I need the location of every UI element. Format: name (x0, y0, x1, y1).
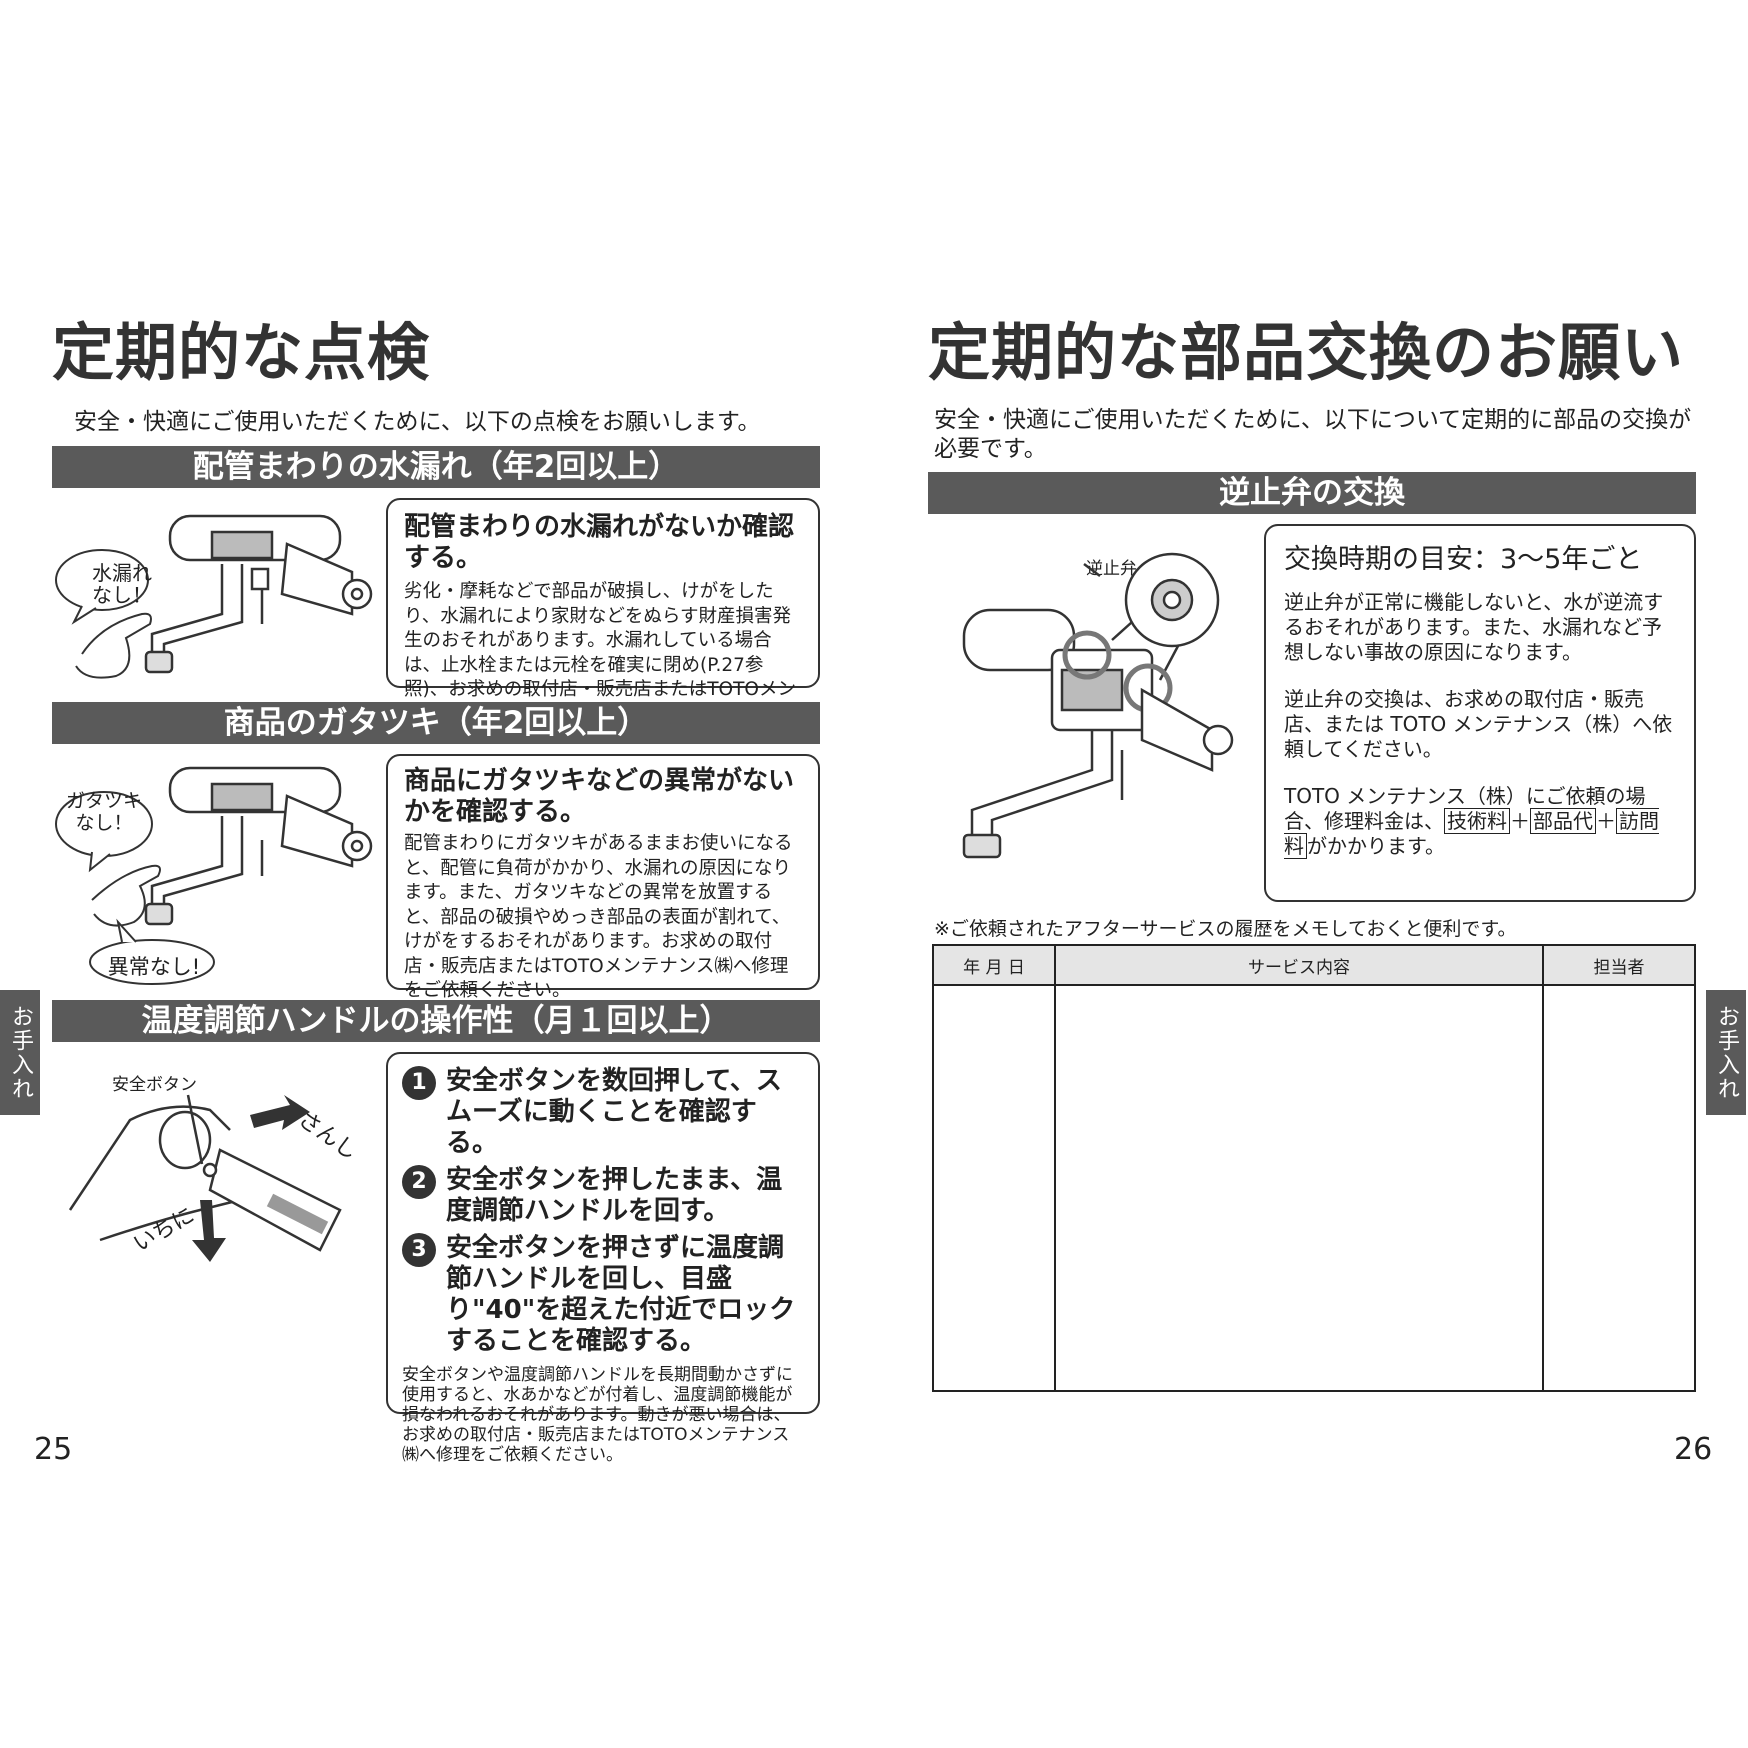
wobble-check-box: 商品にガタツキなどの異常がないかを確認する。 配管まわりにガタツキがあるままお使… (386, 754, 820, 1001)
step-1: 1 安全ボタンを数回押して、スムーズに動くことを確認する。 (402, 1066, 804, 1159)
arrow-right-icon (250, 1095, 310, 1130)
section-band-check-valve: 逆止弁の交換 (928, 472, 1696, 514)
faucet-check-valve-illustration (962, 552, 1234, 859)
bubble-wobble (55, 791, 153, 873)
bubble-wobble-line1: ガタツキ (65, 790, 142, 812)
step-1-text: 安全ボタンを数回押して、スムーズに動くことを確認する。 (446, 1066, 782, 1158)
header-service: サービス内容 (1054, 944, 1544, 986)
para3-post: がかかります。 (1307, 834, 1445, 858)
right-intro: 安全・快適にご使用いただくために、以下について定期的に部品の交換が必要です。 (934, 407, 1692, 462)
check-valve-heading: 交換時期の目安：3～5年ごと (1284, 544, 1643, 575)
left-intro: 安全・快適にご使用いただくために、以下の点検をお願いします。 (74, 409, 761, 435)
plus-1: ＋ (1510, 809, 1530, 833)
left-page-title: 定期的な点検 (52, 316, 431, 389)
service-cell[interactable] (1054, 984, 1544, 1392)
staff-cell[interactable] (1542, 984, 1696, 1392)
section-band-handle: 温度調節ハンドルの操作性（月１回以上） (52, 1000, 820, 1042)
section-band-leak: 配管まわりの水漏れ（年2回以上） (52, 446, 820, 488)
fee-technical: 技術料 (1444, 808, 1510, 834)
handle-check-box: 1 安全ボタンを数回押して、スムーズに動くことを確認する。 2 安全ボタンを押し… (386, 1052, 820, 1465)
bubble-leak (55, 549, 149, 625)
bubble-leak-line2: なし！ (92, 583, 152, 607)
faucet-illustration-leak (55, 514, 373, 679)
check-valve-box: 交換時期の目安：3～5年ごと 逆止弁が正常に機能しないと、水が逆流するおそれがあ… (1264, 524, 1696, 902)
fee-visit: 訪問料 (1284, 808, 1659, 859)
section-band-wobble: 商品のガタツキ（年2回以上） (52, 702, 820, 744)
table-row (932, 984, 1696, 1392)
leak-check-heading: 配管まわりの水漏れがないか確認する。 (404, 512, 795, 573)
step-3-text: 安全ボタンを押さずに温度調節ハンドルを回し、目盛り"40"を超えた付近でロックす… (446, 1233, 796, 1356)
page-number-right: 26 (1674, 1432, 1713, 1467)
leak-check-box: 配管まわりの水漏れがないか確認する。 劣化・摩耗などで部品が破損し、けがをしたり… (386, 498, 820, 725)
bubble-wobble-line2: なし！ (75, 812, 133, 834)
step-2-text: 安全ボタンを押したまま、温度調節ハンドルを回す。 (446, 1165, 783, 1226)
bubble-no-abnormality-text: 異常なし! (107, 955, 201, 979)
service-history-table: 年 月 日 サービス内容 担当者 (932, 944, 1696, 1392)
memo-note: ※ご依頼されたアフターサービスの履歴をメモしておくと便利です。 (934, 918, 1517, 940)
check-valve-para3: TOTO メンテナンス（株）にご依頼の場合、修理料金は、技術料＋部品代＋訪問料が… (1284, 784, 1676, 859)
label-safety-button: 安全ボタン (112, 1075, 197, 1095)
step-3: 3 安全ボタンを押さずに温度調節ハンドルを回し、目盛り"40"を超えた付近でロッ… (402, 1233, 804, 1357)
faucet-illustration-wobble (55, 766, 373, 985)
handle-operation-illustration (68, 1094, 342, 1262)
bubble-leak-line1: 水漏れ (92, 561, 152, 585)
step-1-number: 1 (402, 1066, 436, 1100)
check-valve-para2: 逆止弁の交換は、お求めの取付店・販売店、または TOTO メンテナンス（株）へ依… (1284, 687, 1673, 761)
para3-pre: TOTO メンテナンス（株）にご依頼の場合、修理料金は、 (1284, 784, 1646, 833)
fee-parts: 部品代 (1530, 808, 1596, 834)
side-tab-right: お手入れ (1706, 990, 1746, 1115)
right-page-title: 定期的な部品交換のお願い (928, 316, 1685, 389)
step-2: 2 安全ボタンを押したまま、温度調節ハンドルを回す。 (402, 1165, 804, 1227)
arrow-down-icon (192, 1200, 226, 1262)
bubble-no-abnormality (89, 918, 215, 985)
step-3-number: 3 (402, 1233, 436, 1267)
wobble-check-heading: 商品にガタツキなどの異常がないかを確認する。 (404, 766, 795, 827)
side-tab-left: お手入れ (0, 990, 40, 1115)
plus-2: ＋ (1596, 809, 1616, 833)
check-valve-para1: 逆止弁が正常に機能しないと、水が逆流するおそれがあります。また、水漏れなど予想し… (1284, 590, 1664, 664)
header-date: 年 月 日 (932, 944, 1056, 986)
header-staff: 担当者 (1542, 944, 1696, 986)
step-2-number: 2 (402, 1165, 436, 1199)
page-number-left: 25 (34, 1432, 73, 1467)
handle-check-body: 安全ボタンや温度調節ハンドルを長期間動かさずに使用すると、水あかなどが付着し、温… (402, 1365, 793, 1465)
wobble-check-body: 配管まわりにガタツキがあるままお使いになると、配管に負荷がかかり、水漏れの原因に… (404, 833, 793, 1001)
date-cell[interactable] (932, 984, 1056, 1392)
